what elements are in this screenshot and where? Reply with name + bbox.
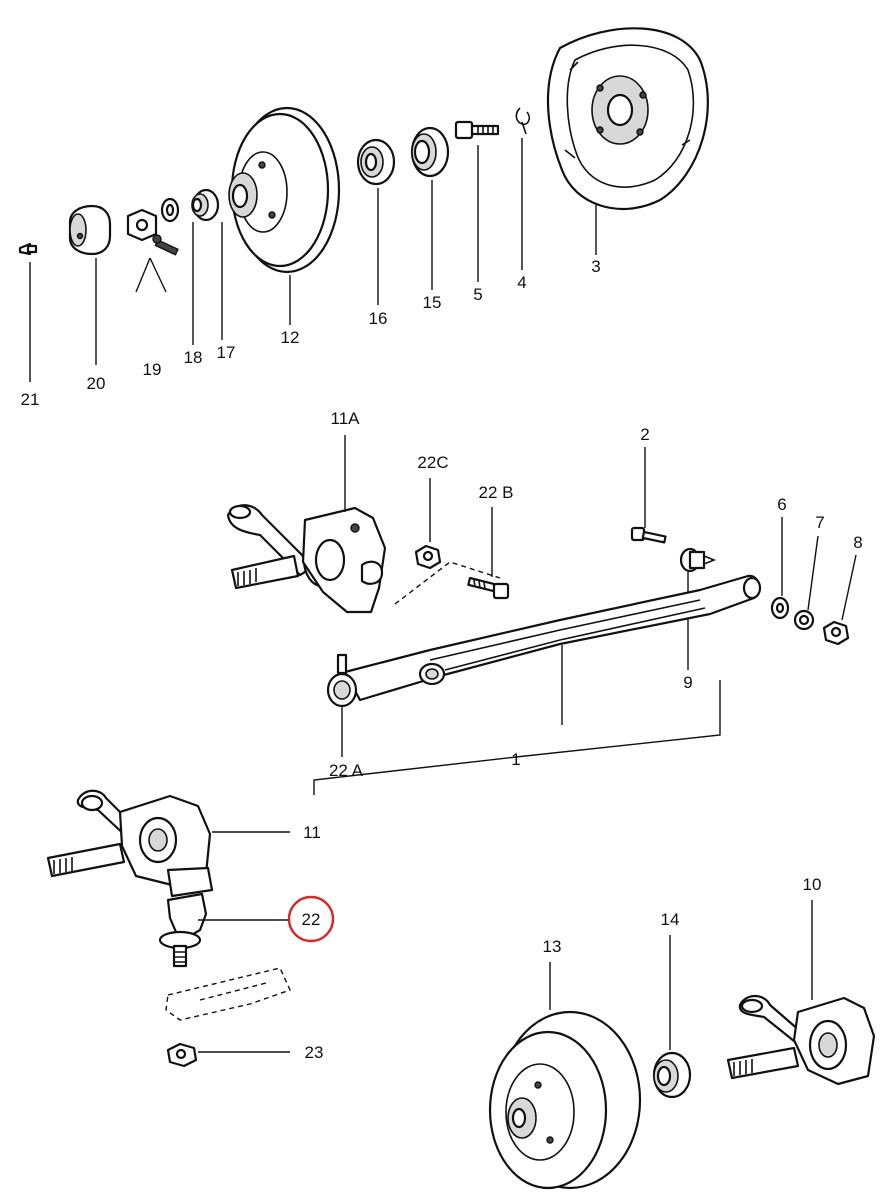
label-9: 9 — [683, 673, 692, 692]
label-5: 5 — [473, 285, 482, 304]
hex-nut-icon — [166, 1042, 198, 1068]
bolt-icon — [630, 526, 667, 544]
bearing-icon — [356, 138, 396, 186]
label-22c: 22C — [417, 453, 448, 472]
ball-joint-icon — [158, 892, 208, 968]
dust-cap-icon — [68, 204, 112, 256]
label-21: 21 — [21, 390, 40, 409]
label-13: 13 — [543, 937, 562, 956]
label-19: 19 — [143, 360, 162, 379]
brake-disc-icon — [228, 106, 341, 274]
rubber-bushing-icon — [679, 547, 717, 573]
label-7: 7 — [815, 513, 824, 532]
thrust-washer-icon — [160, 197, 180, 223]
label-18: 18 — [184, 348, 203, 367]
label-12: 12 — [281, 328, 300, 347]
bolt-icon — [467, 576, 510, 600]
steering-knuckle-icon — [726, 994, 876, 1086]
label-17: 17 — [217, 343, 236, 362]
label-16: 16 — [369, 309, 388, 328]
oil-seal-icon — [410, 126, 450, 178]
label-23: 23 — [305, 1043, 324, 1062]
ball-joint-icon — [326, 653, 358, 708]
clamp-nut-icon — [191, 188, 220, 222]
hex-nut-icon — [414, 544, 442, 570]
label-11: 11 — [303, 823, 321, 842]
oil-seal-icon — [652, 1051, 692, 1099]
control-arm-icon — [343, 574, 762, 702]
label-20: 20 — [87, 374, 106, 393]
label-22b: 22 B — [479, 483, 514, 502]
label-8: 8 — [853, 533, 862, 552]
clamp-screw-icon — [126, 208, 179, 256]
label-1: 1 — [511, 750, 520, 769]
bolt-icon — [454, 120, 500, 140]
rivet-icon — [18, 242, 38, 256]
label-2: 2 — [640, 425, 649, 444]
brake-drum-icon — [488, 1010, 642, 1190]
split-pin-icon — [515, 107, 530, 135]
washer-icon — [793, 609, 815, 631]
steering-knuckle-icon — [46, 789, 214, 898]
highlight-ring — [287, 895, 335, 943]
washer-icon — [770, 596, 790, 620]
label-14: 14 — [661, 910, 680, 929]
label-22: 22 — [302, 910, 321, 929]
label-4: 4 — [517, 273, 526, 292]
label-3: 3 — [591, 257, 600, 276]
label-11a: 11A — [331, 409, 361, 428]
label-10: 10 — [803, 875, 822, 894]
steering-knuckle-icon — [226, 504, 387, 614]
splash-shield-icon — [546, 27, 709, 210]
hex-nut-icon — [822, 620, 850, 646]
label-22a: 22 A — [329, 761, 364, 780]
label-6: 6 — [777, 495, 786, 514]
label-15: 15 — [423, 293, 442, 312]
